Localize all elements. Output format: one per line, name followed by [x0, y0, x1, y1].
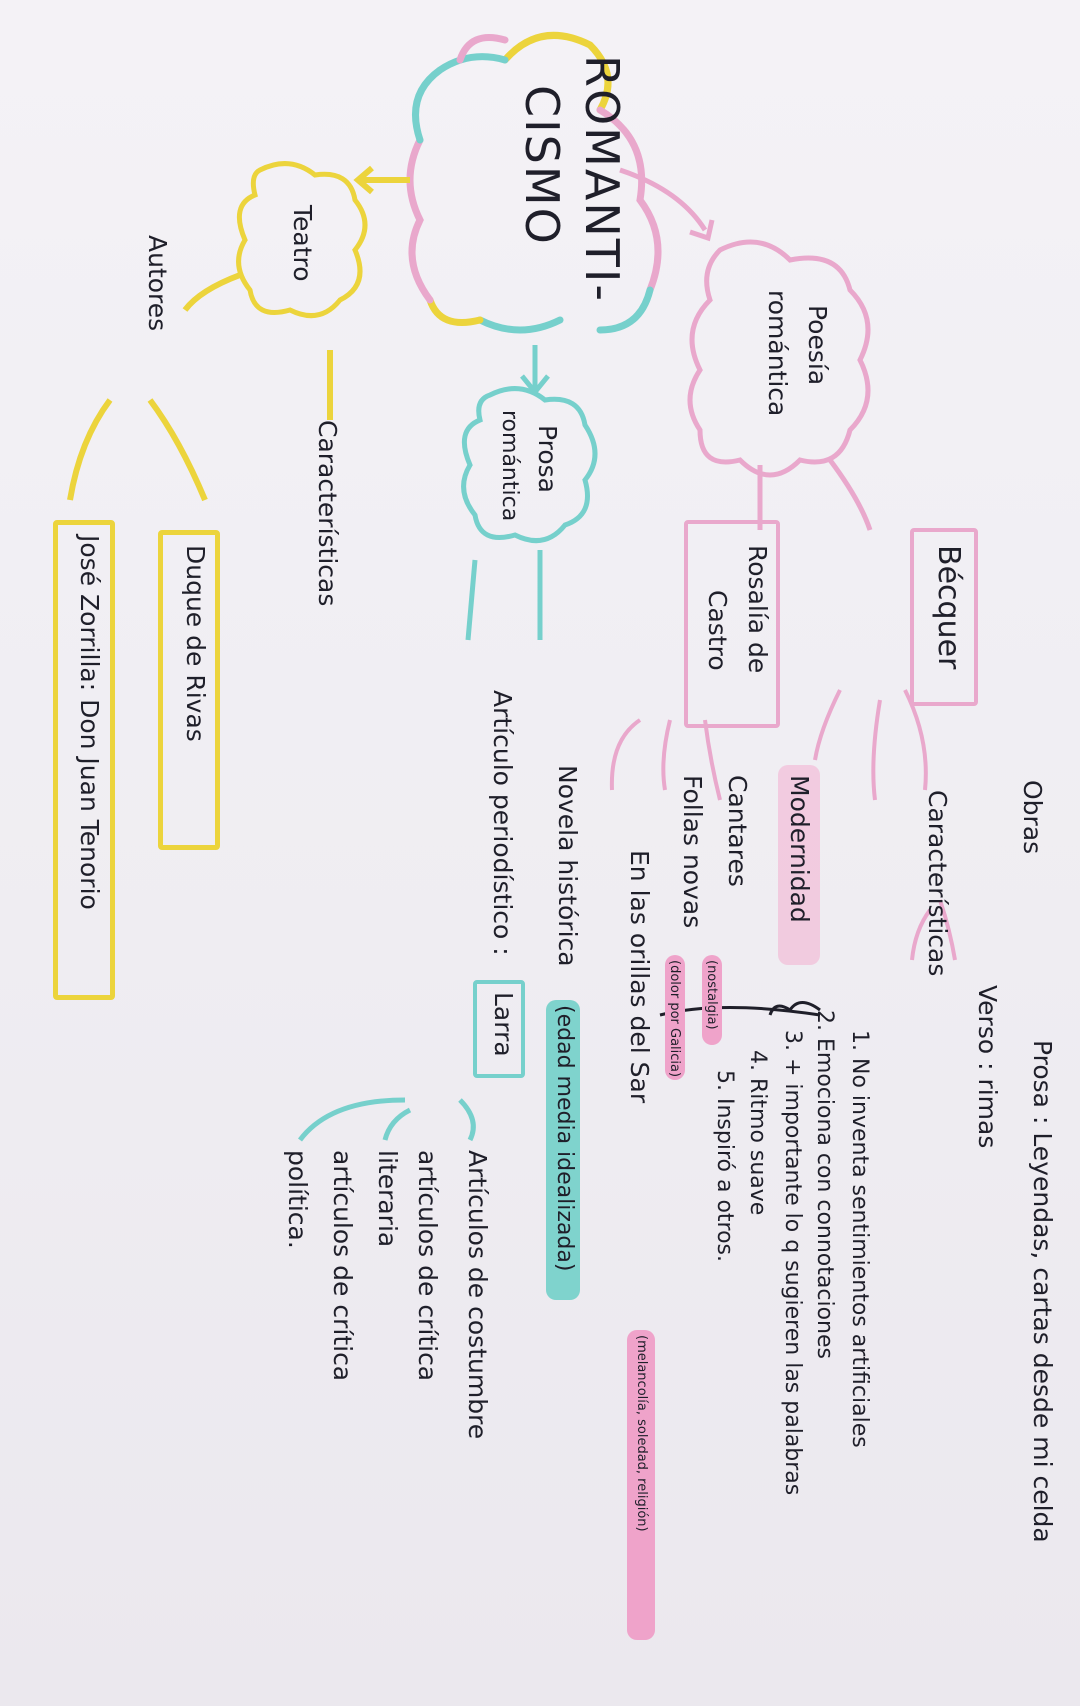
arrowhead-root-teatro: [353, 165, 374, 195]
rosalia-line1: Rosalía de: [743, 545, 772, 674]
follas-note: (dolor por Galicia): [667, 960, 682, 1078]
modernidad-item-5: 5. Inspiró a otros.: [712, 1070, 737, 1263]
verso-obras-label: Verso : rimas: [973, 985, 1002, 1149]
poesia-line2: romántica: [763, 290, 792, 417]
larra-item-5: política.: [283, 1150, 312, 1249]
arrow-larra-costumbre: [458, 1098, 476, 1142]
modernidad-item-1: 1. No inventa sentimientos artificiales: [847, 1030, 872, 1448]
poesia-cloud: [687, 239, 871, 478]
poesia-line1: Poesía: [803, 305, 832, 386]
obras-label: Obras: [1018, 780, 1047, 855]
arrow-prosa-articulo: [465, 559, 478, 641]
root-cloud-cyan-arc: [596, 286, 654, 334]
caracteristicas-becquer-label: Características: [923, 790, 952, 977]
teatro-label: Teatro: [288, 205, 317, 282]
prosa-cloud: [461, 386, 598, 544]
root-cloud-cyan-arc-3: [412, 53, 509, 144]
root-cloud-pink-arc-3: [456, 34, 509, 64]
arrow-obras-prosa: [938, 899, 957, 961]
larra-item-1: Artículos de costumbre: [463, 1150, 492, 1440]
arrow-rosalia-orillas: [609, 718, 642, 791]
prosa-obras-label: Prosa : Leyendas, cartas desde mi celda: [1028, 1040, 1057, 1543]
arrow-larra-politica: [298, 1097, 406, 1142]
becquer-label: Bécquer: [931, 545, 966, 670]
arrow-becquer-obras: [903, 689, 928, 791]
root-cloud-yellow-arc-2: [426, 296, 484, 326]
arrow-poesia-becquer: [827, 458, 873, 531]
rosalia-line2: Castro: [703, 590, 732, 671]
orillas-note: (melancolía, soledad, religión): [634, 1335, 649, 1532]
arrow-autores-zorrilla: [67, 398, 113, 501]
arrow-rosalia-cantares: [703, 719, 722, 801]
modernidad-item-4: 4. Ritmo suave: [745, 1050, 770, 1216]
larra-item-4: artículos de crítica: [328, 1150, 357, 1382]
modernidad-item-2: 2. Emociona con connotaciones: [812, 1010, 837, 1359]
modernidad-item-3: 3. + importante lo q sugieren las palabr…: [780, 1030, 805, 1496]
teatro-cloud: [236, 161, 368, 319]
root-cloud-cyan-arc-2: [476, 316, 564, 334]
larra-item-2: artículos de crítica: [413, 1150, 442, 1382]
arrowhead-root-prosa: [520, 374, 550, 396]
zorrilla-label: José Zorrilla: Don Juan Tenorio: [75, 535, 104, 910]
cantares-note: (nostalgia): [704, 960, 719, 1030]
prosa-line2: romántica: [497, 410, 522, 522]
root-line1: ROMANTI-: [575, 55, 629, 303]
arrow-becquer-caracteristicas: [871, 699, 882, 801]
arrow-becquer-modernidad: [813, 689, 842, 761]
arrow-teatro-autores: [182, 272, 242, 312]
root-line2: CISMO: [515, 85, 569, 246]
prosa-line1: Prosa: [533, 425, 562, 494]
arrow-autores-duque: [147, 398, 208, 502]
teatro-caracteristicas-label: Características: [313, 420, 342, 607]
root-cloud-pink-arc-2: [406, 136, 434, 304]
arrow-rosalia-follas: [661, 719, 672, 791]
duque-label: Duque de Rivas: [181, 545, 210, 742]
arrow-root-poesia: [619, 167, 708, 232]
arrowhead-root-poesia: [689, 219, 715, 242]
novela-label: Novela histórica: [553, 765, 582, 967]
arrow-obras-verso: [910, 908, 932, 961]
modernidad-label: Modernidad: [785, 775, 814, 923]
arrow-larra-literaria: [382, 1107, 412, 1141]
larra-item-3: literaria: [373, 1150, 402, 1248]
larra-label: Larra: [489, 992, 518, 1057]
orillas-label: En las orillas del Sar: [625, 850, 654, 1104]
cantares-label: Cantares: [723, 775, 752, 887]
follas-label: Follas novas: [678, 775, 707, 929]
autores-label: Autores: [143, 235, 172, 332]
novela-note: (edad media idealizada): [552, 1005, 577, 1272]
root-cloud-pink-arc: [596, 106, 662, 294]
root-cloud-yellow-arc: [501, 31, 612, 114]
articulo-label: Artículo periodístico :: [488, 690, 517, 956]
root-cloud: [406, 31, 662, 334]
